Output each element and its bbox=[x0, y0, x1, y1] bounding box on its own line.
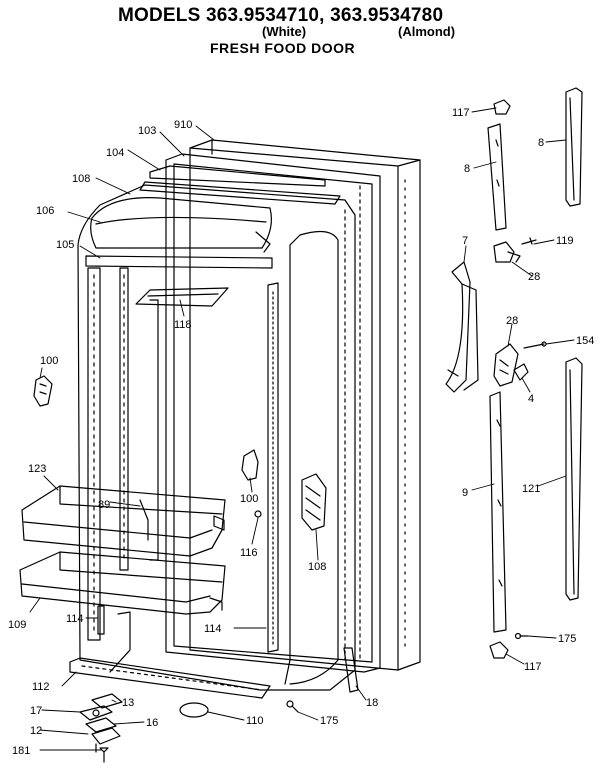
label-181: 181 bbox=[12, 745, 30, 757]
label-104: 104 bbox=[106, 147, 124, 159]
top-end-cap bbox=[493, 99, 511, 115]
label-123: 123 bbox=[28, 463, 46, 475]
label-110: 110 bbox=[246, 715, 264, 727]
label-89: 89 bbox=[98, 499, 110, 511]
page-title: MODELS 363.9534710, 363.9534780 bbox=[118, 5, 444, 26]
handle-trim-lower bbox=[489, 391, 507, 633]
label-114-right: 114 bbox=[204, 623, 222, 635]
screw-fastener bbox=[286, 700, 299, 713]
label-28-upper: 28 bbox=[528, 271, 540, 283]
shelf-rail-right bbox=[267, 282, 279, 653]
shelf-rail-left bbox=[97, 605, 131, 673]
label-154: 154 bbox=[576, 335, 594, 347]
bottom-end-cap bbox=[489, 641, 509, 659]
part-number-labels: 910 103 104 108 106 105 118 100 123 89 1… bbox=[8, 107, 594, 757]
variant-white-label: (White) bbox=[262, 24, 307, 39]
door-outer-panel bbox=[189, 139, 421, 671]
label-175-right: 175 bbox=[558, 633, 576, 645]
label-28-lower: 28 bbox=[506, 315, 518, 327]
hinge-spacer bbox=[85, 717, 117, 733]
label-4: 4 bbox=[528, 393, 534, 405]
pin-fastener bbox=[254, 510, 262, 518]
handle-mount-upper bbox=[493, 241, 521, 263]
egg-tray bbox=[135, 287, 229, 307]
handle-trim-upper bbox=[487, 123, 507, 231]
label-117-top: 117 bbox=[452, 107, 470, 119]
hinge-bushing bbox=[79, 705, 113, 721]
door-inner-liner bbox=[77, 184, 356, 691]
top-trim-strip bbox=[139, 165, 341, 205]
label-910: 910 bbox=[174, 119, 192, 131]
label-8-left: 8 bbox=[464, 163, 470, 175]
label-175-bottom: 175 bbox=[320, 715, 338, 727]
label-12: 12 bbox=[30, 725, 42, 737]
label-103: 103 bbox=[138, 125, 156, 137]
label-108-top: 108 bbox=[72, 173, 90, 185]
label-18: 18 bbox=[366, 697, 378, 709]
label-13: 13 bbox=[122, 697, 134, 709]
label-114-left: 114 bbox=[66, 613, 84, 625]
header: MODELS 363.9534710, 363.9534780 (White) … bbox=[0, 0, 608, 62]
screw-fastener-lower bbox=[514, 632, 529, 640]
label-109: 109 bbox=[8, 619, 26, 631]
label-8-right: 8 bbox=[538, 137, 544, 149]
variant-almond-label: (Almond) bbox=[398, 24, 456, 39]
shelf-retainer-clip bbox=[33, 375, 53, 407]
label-112: 112 bbox=[32, 681, 50, 693]
label-105: 105 bbox=[56, 239, 74, 251]
diagram-subtitle: FRESH FOOD DOOR bbox=[210, 40, 356, 56]
trim-strip-long bbox=[565, 87, 583, 207]
bottom-hinge-plate bbox=[91, 693, 123, 709]
hinge-bracket bbox=[91, 727, 121, 753]
label-118: 118 bbox=[174, 319, 192, 331]
label-16: 16 bbox=[146, 717, 158, 729]
hinge-cap bbox=[179, 702, 209, 718]
dairy-compartment-door bbox=[85, 197, 273, 269]
label-121: 121 bbox=[522, 483, 540, 495]
bottom-trim-strip bbox=[69, 657, 271, 699]
trim-strip-right bbox=[565, 357, 583, 601]
label-100-right: 100 bbox=[240, 493, 258, 505]
lower-door-bin bbox=[19, 551, 226, 615]
handle-screw-lower bbox=[523, 341, 547, 349]
label-108-side: 108 bbox=[308, 561, 326, 573]
label-116: 116 bbox=[240, 547, 258, 559]
handle-end-cap bbox=[513, 363, 529, 381]
handle-mount-lower bbox=[493, 343, 519, 387]
door-handle bbox=[445, 261, 479, 393]
label-100-left: 100 bbox=[40, 355, 58, 367]
label-117-bottom: 117 bbox=[524, 661, 542, 673]
label-106: 106 bbox=[36, 205, 54, 217]
label-9: 9 bbox=[462, 487, 468, 499]
hinge-pin bbox=[343, 647, 359, 693]
upper-door-bin bbox=[21, 485, 226, 557]
handle-screw-upper bbox=[521, 237, 537, 245]
label-7: 7 bbox=[462, 235, 468, 247]
bin-support-clip bbox=[241, 449, 259, 481]
label-17: 17 bbox=[30, 705, 42, 717]
side-bracket bbox=[301, 473, 327, 531]
label-119: 119 bbox=[556, 235, 574, 247]
leader-lines bbox=[29, 107, 575, 751]
